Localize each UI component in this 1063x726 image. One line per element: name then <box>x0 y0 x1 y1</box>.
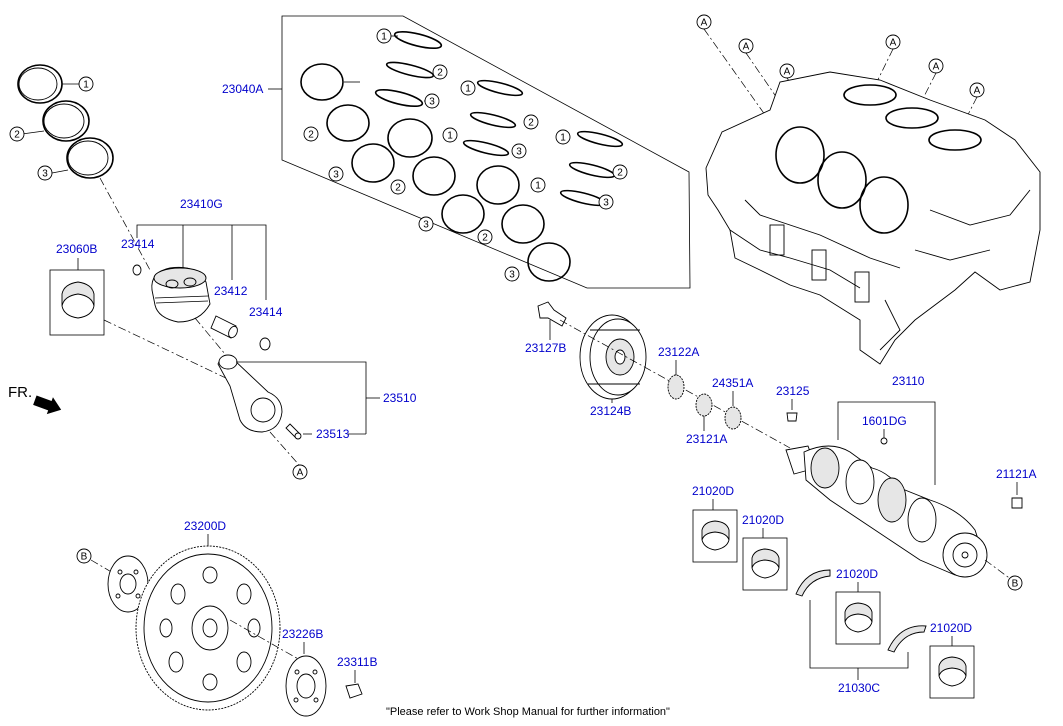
ref-a-conrod <box>292 464 308 480</box>
part-label-23124B[interactable]: 23124B <box>590 404 631 418</box>
piston-pin <box>210 315 238 339</box>
ring-number-3 <box>37 165 53 181</box>
part-label-23513[interactable]: 23513 <box>316 427 350 441</box>
piston-ring-set-left <box>9 64 151 271</box>
piston <box>151 266 211 323</box>
part-label-21121A[interactable]: 21121A <box>996 467 1036 481</box>
part-label-1601DG[interactable]: 1601DG <box>862 414 907 428</box>
part-label-21020D-2[interactable]: 21020D <box>742 513 784 527</box>
crankshaft: 23110 1601DG 21121A <box>785 374 1036 591</box>
part-label-21020D-3[interactable]: 21020D <box>836 567 878 581</box>
part-label-23311B[interactable]: 23311B <box>337 655 377 669</box>
part-label-23510[interactable]: 23510 <box>383 391 417 405</box>
ring-number-2 <box>9 126 25 142</box>
part-label-23121A[interactable]: 23121A <box>686 432 727 446</box>
thrust-washer-left <box>795 569 831 597</box>
part-label-23226B[interactable]: 23226B <box>282 627 323 641</box>
front-label: FR. <box>8 384 32 401</box>
part-label-24351A[interactable]: 24351A <box>712 376 753 390</box>
part-label-23127B[interactable]: 23127B <box>525 341 566 355</box>
part-label-23410G[interactable]: 23410G <box>180 197 223 211</box>
part-label-23414-upper[interactable]: 23414 <box>121 237 155 251</box>
flywheel-group: 23200D 23226B 23311B <box>76 519 377 717</box>
connecting-rod: 23510 23513 <box>217 354 417 480</box>
part-label-23060B[interactable]: 23060B <box>56 242 97 256</box>
part-label-23122A[interactable]: 23122A <box>658 345 699 359</box>
part-label-23200D[interactable]: 23200D <box>184 519 226 533</box>
main-bearing-group: 21020D 21020D 21020D 21020D 21030C <box>692 484 975 699</box>
part-label-21020D-1[interactable]: 21020D <box>692 484 734 498</box>
ring-number-1 <box>78 76 94 92</box>
cylinder-block <box>696 14 1041 365</box>
ref-b-flywheel <box>76 548 92 564</box>
part-label-21020D-4[interactable]: 21020D <box>930 621 972 635</box>
ring-set-box: 23040A <box>222 15 691 289</box>
part-label-23125[interactable]: 23125 <box>776 384 810 398</box>
front-direction-indicator: FR. <box>8 384 62 415</box>
part-label-23110[interactable]: 23110 <box>892 374 925 388</box>
ref-b-crankshaft <box>1007 575 1023 591</box>
piston-assembly: 23410G 23414 23412 23414 <box>121 197 283 361</box>
part-label-23412[interactable]: 23412 <box>214 284 248 298</box>
part-label-23040A[interactable]: 23040A <box>222 82 263 96</box>
footer-note: "Please refer to Work Shop Manual for fu… <box>386 706 670 718</box>
part-label-23414-lower[interactable]: 23414 <box>249 305 283 319</box>
damper-pulley-group: 23127B 23124B 23122A 23121A 24351A 23125 <box>525 301 810 449</box>
part-label-21030C[interactable]: 21030C <box>838 681 880 695</box>
front-arrow-icon <box>33 395 62 415</box>
conrod-bearing-group: 23060B <box>49 242 231 381</box>
thrust-washer-right <box>887 625 927 653</box>
